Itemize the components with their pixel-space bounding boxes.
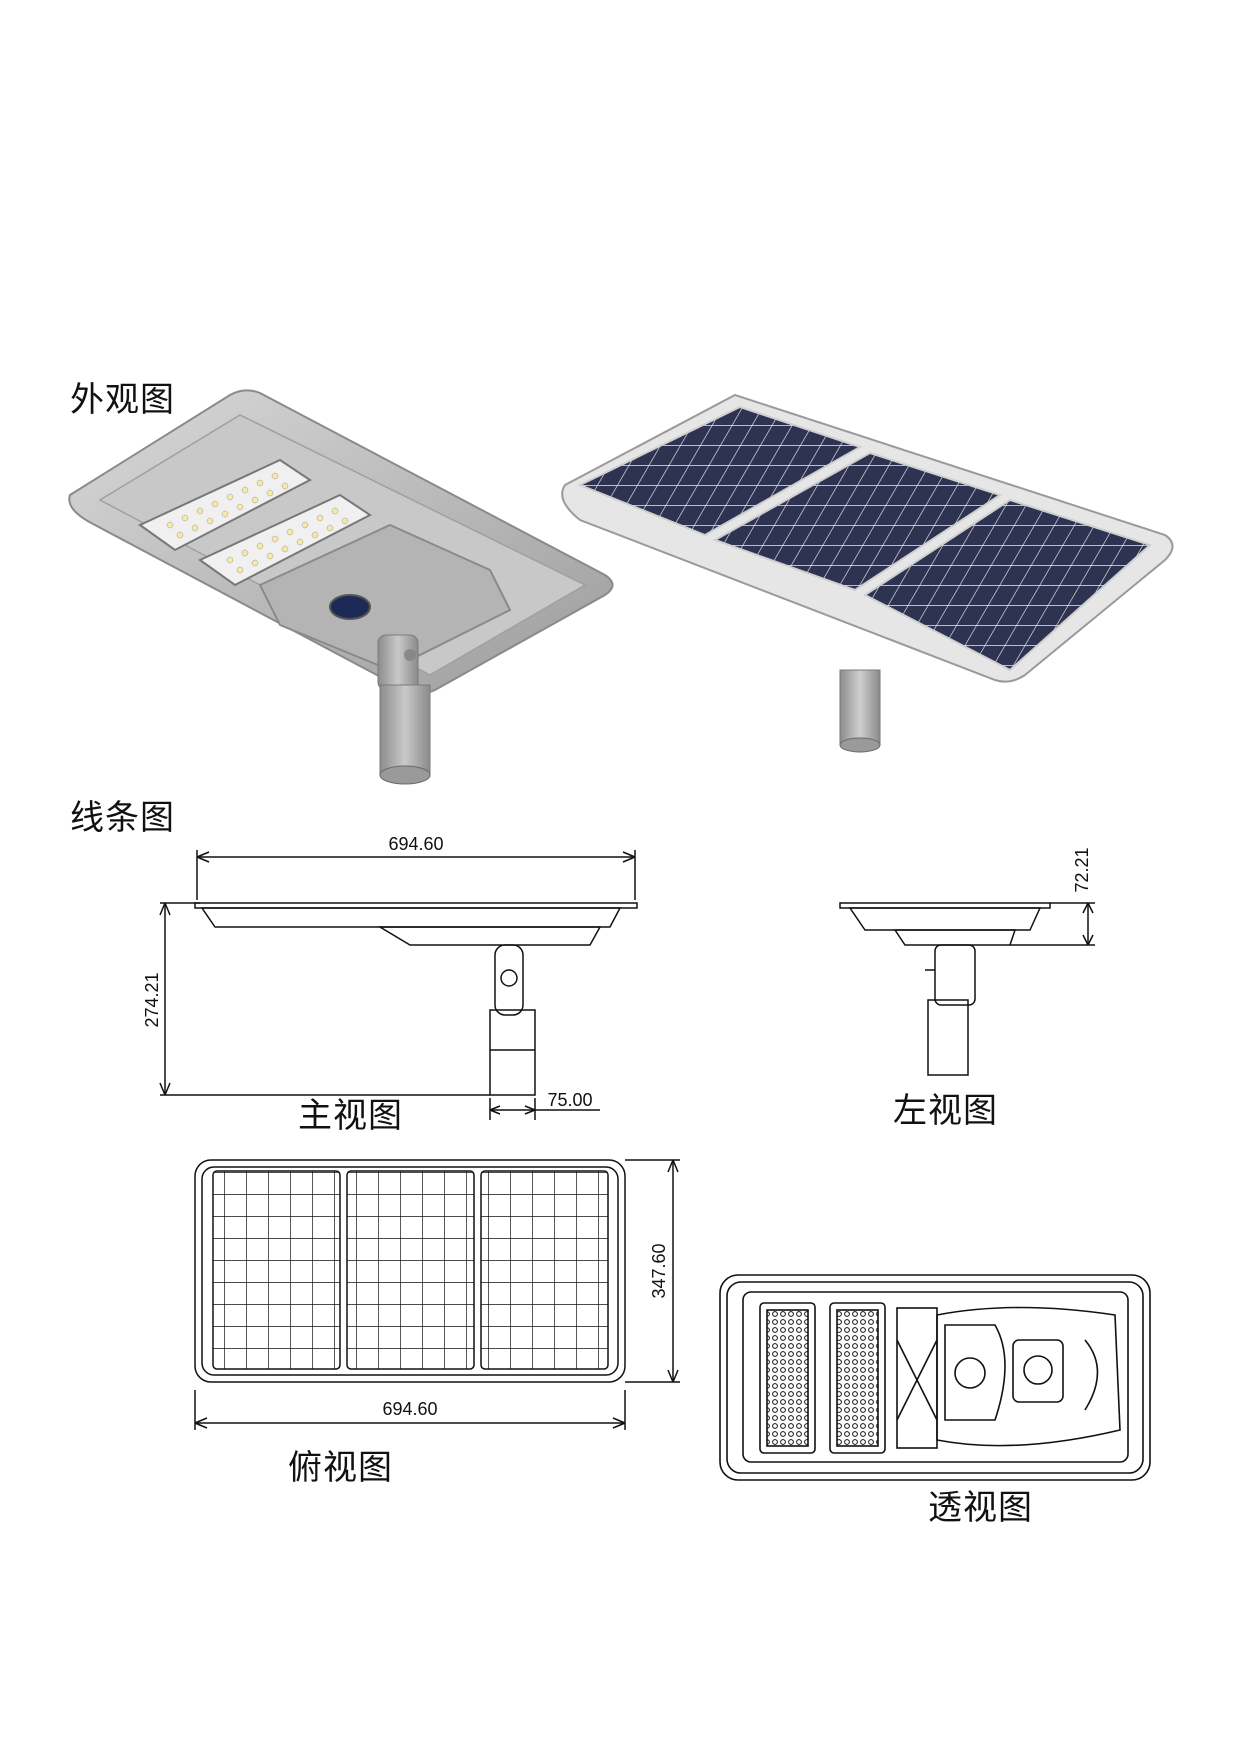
- front-height-dimension: 274.21: [142, 972, 162, 1027]
- perspective-view-label: 透视图: [928, 1488, 1033, 1528]
- side-height-dimension: 72.21: [1072, 847, 1092, 892]
- solar-panel-3: [863, 498, 1152, 672]
- top-view-label: 俯视图: [288, 1448, 393, 1488]
- left-view-drawing: 72.21: [839, 847, 1095, 1076]
- led-module-2: [198, 493, 372, 587]
- front-width-dimension: 694.60: [388, 834, 443, 854]
- solar-panel-2: [712, 451, 1003, 592]
- left-view-label: 左视图: [893, 1091, 998, 1131]
- lamp-underside-render: [68, 389, 614, 785]
- front-view-drawing: 694.60 274.21 75.00: [142, 834, 638, 1120]
- top-view-drawing: 694.60 347.60: [194, 1159, 680, 1430]
- sensor-icon: [329, 594, 371, 620]
- appearance-section-title: 外观图: [70, 380, 175, 420]
- lamp-solar-panel-render: [561, 393, 1174, 753]
- top-width-dimension: 694.60: [382, 1399, 437, 1419]
- front-view-label: 主视图: [298, 1096, 403, 1136]
- top-depth-dimension: 347.60: [649, 1243, 669, 1298]
- led-module-1: [138, 458, 312, 552]
- linework-section-title: 线条图: [70, 798, 175, 838]
- pole-diameter-dimension: 75.00: [547, 1090, 592, 1110]
- perspective-view-drawing: [719, 1274, 1151, 1481]
- solar-panel-1: [577, 405, 863, 537]
